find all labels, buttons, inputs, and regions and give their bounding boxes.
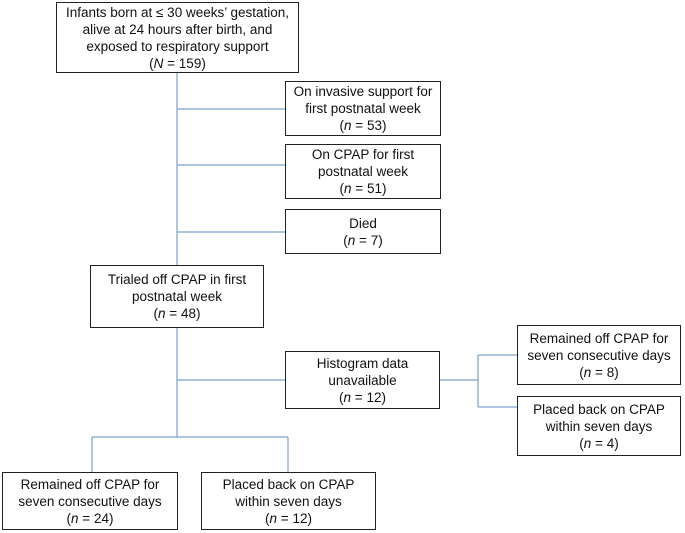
box-remained: Remained off CPAP for seven consecutive … [2, 472, 178, 530]
box-histogram-count: (n = 12) [339, 389, 386, 405]
box-histogram: Histogram data unavailable (n = 12) [285, 351, 440, 409]
box-histogram-line-2: unavailable [328, 372, 397, 388]
box-placed-line-2: within seven days [235, 493, 342, 509]
box-start-line-2: alive at 24 hours after birth, and [82, 21, 273, 37]
box-cpap-line-2: postnatal week [317, 164, 409, 179]
box-died-line-1: Died [349, 215, 377, 231]
box-invasive-count: (n = 53) [339, 118, 387, 133]
box-hist-remained-count: (n = 8) [579, 364, 619, 380]
box-start-count: (N = 159) [149, 55, 206, 71]
box-hist-remained: Remained off CPAP for seven consecutive … [517, 325, 681, 385]
box-died-count: (n = 7) [343, 232, 383, 248]
box-placed-line-1: Placed back on CPAP [222, 476, 355, 492]
box-trialed-line-2: postnatal week [131, 289, 223, 304]
box-remained-line-2: seven consecutive days [18, 493, 162, 509]
box-placed: Placed back on CPAP within seven days (n… [201, 472, 376, 530]
box-start-line-3: exposed to respiratory support [86, 38, 269, 54]
box-hist-remained-line-2: seven consecutive days [527, 347, 671, 363]
box-trialed-line-1: Trialed off CPAP in first [107, 272, 247, 287]
box-invasive-line-2: first postnatal week [305, 101, 421, 116]
box-hist-placed-count: (n = 4) [579, 435, 619, 451]
box-hist-placed-line-2: within seven days [545, 418, 653, 434]
box-invasive: On invasive support for first postnatal … [285, 81, 441, 136]
box-cpap-line-1: On CPAP for first [311, 147, 415, 162]
box-hist-remained-line-1: Remained off CPAP for [529, 330, 669, 346]
box-invasive-line-1: On invasive support for [293, 84, 433, 99]
box-remained-count: (n = 24) [66, 510, 114, 526]
box-died: Died (n = 7) [285, 209, 441, 254]
box-cpap-count: (n = 51) [339, 181, 387, 196]
box-start-line-1: Infants born at ≤ 30 weeks’ gestation, [65, 4, 290, 20]
box-remained-line-1: Remained off CPAP for [20, 476, 160, 492]
box-histogram-line-1: Histogram data [316, 355, 409, 371]
box-placed-count: (n = 12) [265, 510, 312, 526]
box-hist-placed-line-1: Placed back on CPAP [533, 401, 665, 417]
box-trialed-count: (n = 48) [153, 306, 201, 321]
box-cpap: On CPAP for first postnatal week (n = 51… [285, 144, 441, 199]
box-start: Infants born at ≤ 30 weeks’ gestation, a… [56, 2, 299, 73]
box-hist-placed: Placed back on CPAP within seven days (n… [517, 396, 681, 456]
box-trialed: Trialed off CPAP in first postnatal week… [90, 265, 264, 328]
